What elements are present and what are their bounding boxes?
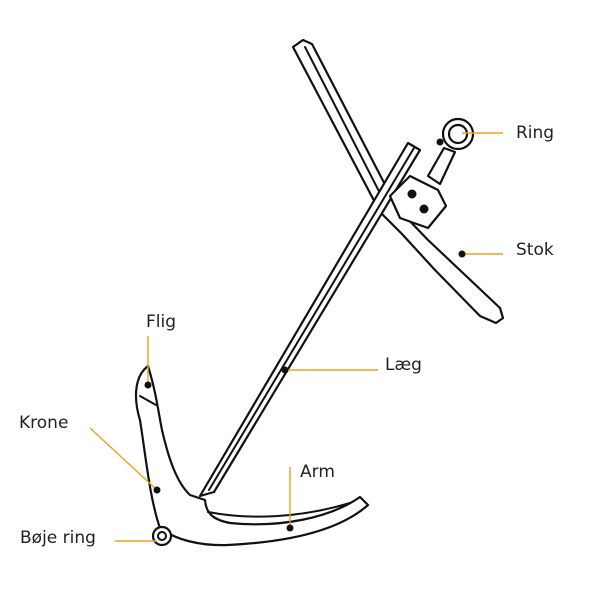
marker-arm [286, 524, 294, 532]
anchor-stock [291, 38, 505, 325]
label-shank: Læg [385, 355, 422, 375]
marker-stock [458, 250, 466, 258]
label-buoy-ring: Bøje ring [20, 528, 96, 548]
label-crown: Krone [19, 413, 68, 433]
anchor-ring [426, 117, 475, 186]
labels: Ring Stok Læg Flig Krone Arm Bøje ring [19, 123, 554, 548]
label-arm: Arm [300, 462, 335, 482]
marker-crown [153, 486, 161, 494]
label-ring: Ring [516, 123, 554, 143]
anchor-shank [198, 141, 422, 498]
label-stock: Stok [516, 240, 554, 260]
anchor-collar [388, 174, 448, 230]
anchor-buoy-ring [151, 525, 173, 547]
marker-shank [281, 366, 289, 374]
leader-crown [89, 427, 158, 491]
anchor-arms [135, 364, 370, 547]
label-fluke: Flig [146, 312, 176, 332]
marker-fluke [144, 381, 152, 389]
leader-lines [89, 132, 503, 542]
